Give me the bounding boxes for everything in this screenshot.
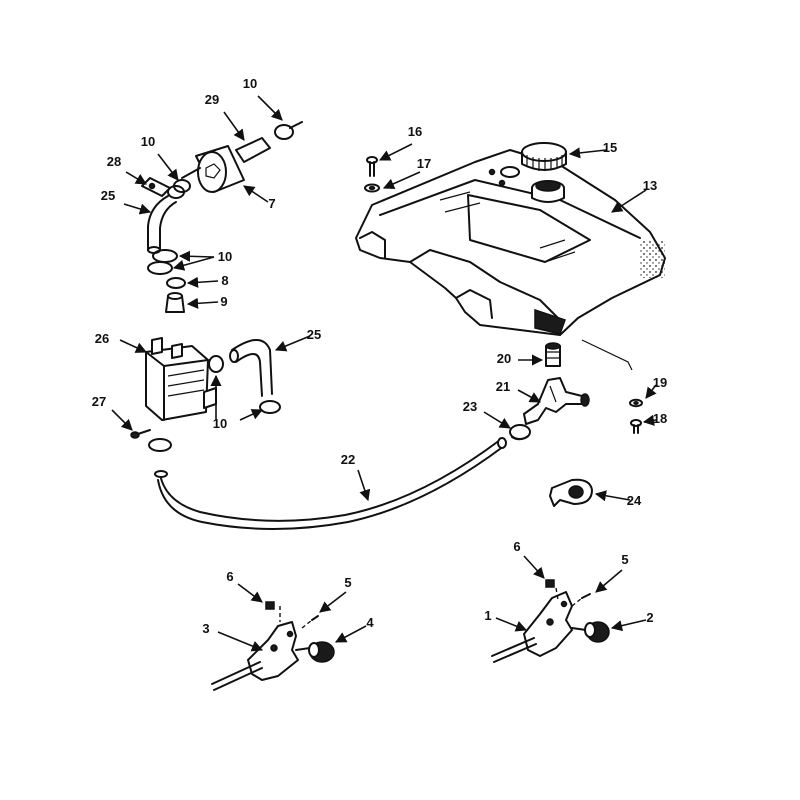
knob-2 — [584, 621, 610, 643]
callout-c17: 17 — [417, 156, 431, 171]
callout-c29: 29 — [205, 92, 219, 107]
pin-5-right — [571, 593, 591, 607]
washer-19 — [629, 398, 643, 408]
callout-c15: 15 — [603, 140, 617, 155]
fuel-filter-29 — [181, 137, 271, 193]
screw-16 — [366, 156, 378, 177]
clamp-10-lower — [148, 355, 281, 452]
callout-c6b: 6 — [513, 539, 520, 554]
screw-6-right — [545, 579, 559, 601]
callout-c16: 16 — [408, 124, 422, 139]
grommet-9 — [165, 292, 185, 313]
screw-27 — [130, 429, 151, 439]
knob-4 — [308, 641, 335, 663]
callout-c10a: 10 — [243, 76, 257, 91]
callout-c27: 27 — [92, 394, 106, 409]
callout-c26: 26 — [95, 331, 109, 346]
filler-neck — [531, 180, 565, 203]
callout-c18: 18 — [653, 411, 667, 426]
clamps-10-mid — [147, 249, 178, 275]
hose-25-lower — [229, 339, 273, 397]
callout-c24: 24 — [627, 493, 642, 508]
callout-c9: 9 — [220, 294, 227, 309]
clamp-10-filter — [167, 179, 191, 199]
callout-c23: 23 — [463, 399, 477, 414]
callout-c22: 22 — [341, 452, 355, 467]
callout-c5b: 5 — [621, 552, 628, 567]
callout-c21: 21 — [496, 379, 510, 394]
clip-24 — [549, 478, 593, 507]
callout-c20: 20 — [497, 351, 511, 366]
callout-c3: 3 — [202, 621, 209, 636]
leader-lines — [111, 95, 657, 652]
washer-17 — [364, 183, 380, 193]
callout-c25a: 25 — [101, 188, 115, 203]
fuel-line-22 — [154, 437, 507, 530]
clamp-10-top — [274, 121, 303, 140]
fuel-pump-26 — [145, 337, 217, 421]
callout-c1: 1 — [484, 608, 491, 623]
callout-c5a: 5 — [344, 575, 351, 590]
fuel-tank — [355, 149, 666, 371]
lever-bracket-1 — [491, 591, 587, 663]
clamp-23 — [509, 424, 531, 441]
callout-c10d: 10 — [213, 416, 227, 431]
callout-c10b: 10 — [141, 134, 155, 149]
clamp-8 — [166, 277, 186, 289]
bracket-28 — [141, 177, 171, 197]
fuel-cap — [521, 142, 567, 171]
callout-c6a: 6 — [226, 569, 233, 584]
valve-21 — [523, 377, 590, 425]
screw-18 — [630, 419, 642, 434]
callout-c25b: 25 — [307, 327, 321, 342]
pin-5-left — [301, 615, 319, 629]
callout-c19: 19 — [653, 375, 667, 390]
callout-c13: 13 — [643, 178, 657, 193]
lever-bracket-3 — [211, 621, 311, 691]
fitting-20 — [545, 342, 561, 367]
callout-c2: 2 — [646, 610, 653, 625]
callout-c4: 4 — [366, 615, 374, 630]
callout-c7: 7 — [268, 196, 275, 211]
hose-25-upper — [147, 195, 177, 254]
callout-c8: 8 — [221, 273, 228, 288]
callout-c10c: 10 — [218, 249, 232, 264]
callout-c28: 28 — [107, 154, 121, 169]
screw-6-left — [265, 601, 281, 622]
